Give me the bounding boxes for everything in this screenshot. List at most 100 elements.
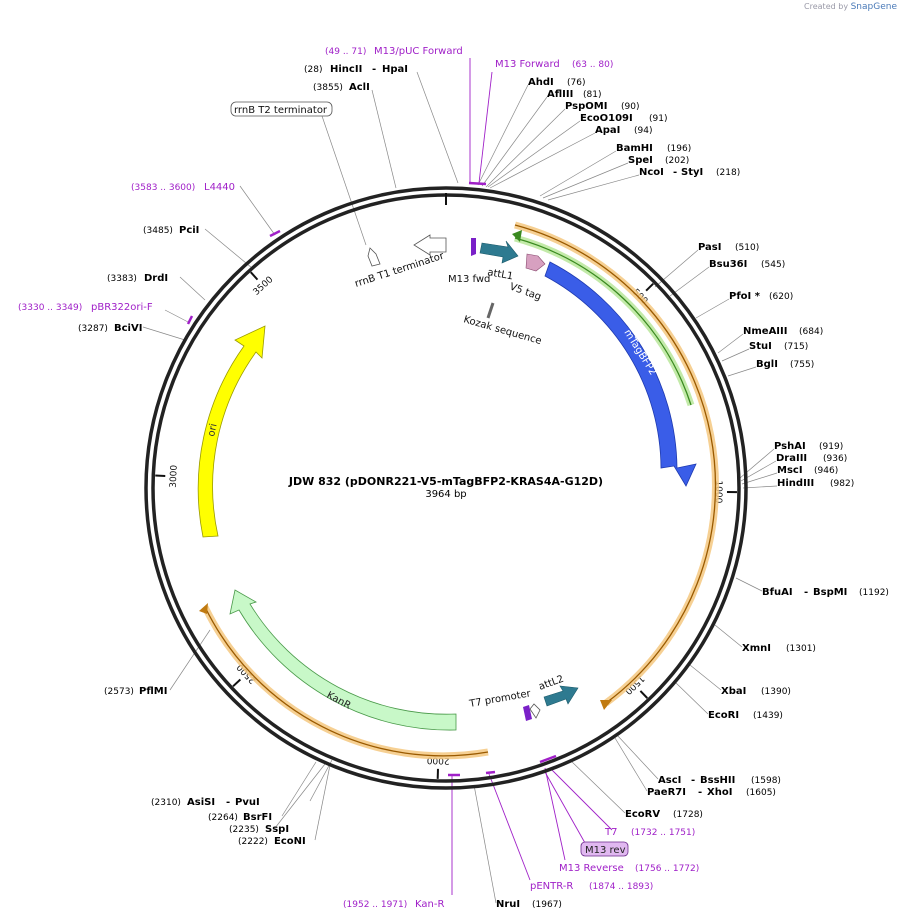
enzyme-MscI: MscI — [777, 465, 803, 476]
enzyme-BssHII: BssHII — [700, 775, 735, 786]
enzyme-HindIII: HindIII — [777, 478, 814, 489]
leader-line — [695, 298, 730, 319]
snapgene-credit: Created by SnapGene — [804, 2, 897, 12]
rrnB-T2-terminator-label: rrnB T2 terminator — [234, 105, 328, 116]
enzyme-PvuI: PvuI — [235, 797, 260, 808]
plasmid-size: 3964 bp — [425, 489, 466, 500]
leader-line — [416, 71, 459, 184]
tick-mark — [639, 690, 649, 699]
primer-pENTR-R-range: (1874 .. 1893) — [589, 882, 653, 892]
enzyme-AclI-pos: (3855) — [313, 83, 343, 93]
leader-line — [689, 664, 722, 691]
leader-line — [309, 759, 333, 802]
enzyme-MscI-pos: (946) — [814, 466, 838, 476]
enzyme-DraIII-pos: (936) — [823, 454, 847, 464]
enzyme-AflIII-pos: (81) — [583, 90, 601, 100]
plasmid-name: JDW 832 (pDONR221-V5-mTagBFP2-KRAS4A-G12… — [288, 475, 603, 488]
ori-label: ori — [206, 423, 219, 438]
leader-line — [481, 96, 548, 187]
rrnB-T1-terminator-label: rrnB T1 terminator — [354, 250, 447, 289]
leader-line — [142, 326, 186, 341]
enzyme-sep-bspmi: - — [804, 587, 808, 598]
primer-bar-L4440 — [269, 229, 281, 238]
M13-rev-feature — [529, 703, 541, 719]
enzyme-StyI: StyI — [681, 167, 703, 178]
primer-M13-forward-range: (63 .. 80) — [572, 60, 613, 70]
enzyme-EcoO109I: EcoO109I — [580, 113, 633, 124]
enzyme-NmeAIII-pos: (684) — [799, 327, 823, 337]
enzyme-BsrFI-pos: (2264) — [208, 813, 238, 823]
enzyme-StuI: StuI — [749, 341, 772, 352]
enzyme-AhdI-pos: (76) — [567, 78, 585, 88]
primer-pBR322ori-F: pBR322ori-F — [91, 302, 153, 313]
enzyme-AclI: AclI — [349, 82, 370, 93]
enzyme-PfoI-pos: (620) — [769, 292, 793, 302]
leader-line — [321, 115, 367, 246]
leader-line — [569, 759, 626, 814]
enzyme-BamHI-pos: (196) — [667, 144, 691, 154]
primer-M13-pUC-forward-range: (49 .. 71) — [325, 47, 366, 57]
enzyme-NruI-pos: (1967) — [532, 900, 562, 910]
enzyme-Bsu36I-pos: (545) — [761, 260, 785, 270]
enzyme-sep-bsshii: - — [691, 775, 695, 786]
mTagBFP2-feature — [544, 261, 697, 487]
enzyme-EcoNI: EcoNI — [274, 836, 306, 847]
enzyme-BamHI: BamHI — [616, 143, 653, 154]
tick-mark — [645, 282, 654, 292]
M13-fwd-feature — [471, 238, 476, 256]
enzyme-EcoRV: EcoRV — [625, 809, 660, 820]
primer-bar-pENTR-R — [485, 770, 496, 775]
tick-label: 2000 — [426, 755, 449, 766]
enzyme-ApaI-pos: (94) — [634, 126, 652, 136]
enzyme-BciVI-pos: (3287) — [78, 324, 108, 334]
enzyme-NcoI-pos: (218) — [716, 168, 740, 178]
leader-line — [721, 348, 750, 362]
enzyme-sep-sty: - — [673, 167, 677, 178]
primer-M13-Reverse-range: (1756 .. 1772) — [635, 864, 699, 874]
attL1-feature — [479, 240, 519, 264]
leader-line — [742, 485, 778, 489]
ori-feature — [197, 325, 266, 538]
primer-T7-range: (1732 .. 1751) — [631, 828, 695, 838]
leader-line — [371, 89, 397, 189]
enzyme-PflMI: PflMI — [139, 686, 167, 697]
kozak-marker — [486, 302, 495, 319]
enzyme-BciVI: BciVI — [114, 323, 142, 334]
leader-line — [727, 366, 757, 377]
leader-line — [539, 150, 617, 197]
T7-promoter-feature — [523, 705, 532, 721]
enzyme-PfoI: PfoI * — [729, 291, 761, 302]
enzyme-EcoRV-pos: (1728) — [673, 810, 703, 820]
leader-line — [281, 761, 317, 817]
backbone-inner-ring — [151, 193, 741, 783]
enzyme-EcoO109I-pos: (91) — [649, 114, 667, 124]
enzyme-SpeI: SpeI — [628, 155, 653, 166]
primer-leader-line — [478, 71, 493, 184]
leader-line — [489, 132, 596, 189]
primer-leader-line — [551, 769, 613, 831]
V5-tag-feature — [525, 253, 546, 272]
primer-M13-pUC-forward: M13/pUC Forward — [374, 46, 463, 57]
primer-M13-rev: M13 rev — [585, 845, 626, 856]
leader-line — [669, 266, 710, 297]
enzyme-XbaI-pos: (1390) — [761, 687, 791, 697]
enzyme-NcoI: NcoI — [639, 167, 664, 178]
leader-line — [487, 120, 581, 188]
primer-M13-forward: M13 Forward — [495, 59, 560, 70]
primer-bar-pBR322ori — [186, 315, 194, 325]
primer-T7: T7 — [604, 827, 617, 838]
leader-line — [741, 472, 778, 485]
leader-line — [164, 309, 191, 324]
V5-tag-label: V5 tag — [508, 281, 543, 303]
attL2-feature — [543, 685, 579, 707]
rrnB-T2-terminator-feature — [367, 247, 381, 267]
primer-Kan-R-range: (1952 .. 1971) — [343, 900, 407, 910]
enzyme-EcoNI-pos: (2222) — [238, 837, 268, 847]
primer-pENTR-R: pENTR-R — [530, 881, 573, 892]
enzyme-AscI-pos: (1598) — [751, 776, 781, 786]
tick-mark — [250, 271, 259, 281]
enzyme-EcoRI: EcoRI — [708, 710, 739, 721]
orange-feature-arc-right — [514, 221, 719, 706]
enzyme-PaeR7I-pos: (1605) — [746, 788, 776, 798]
